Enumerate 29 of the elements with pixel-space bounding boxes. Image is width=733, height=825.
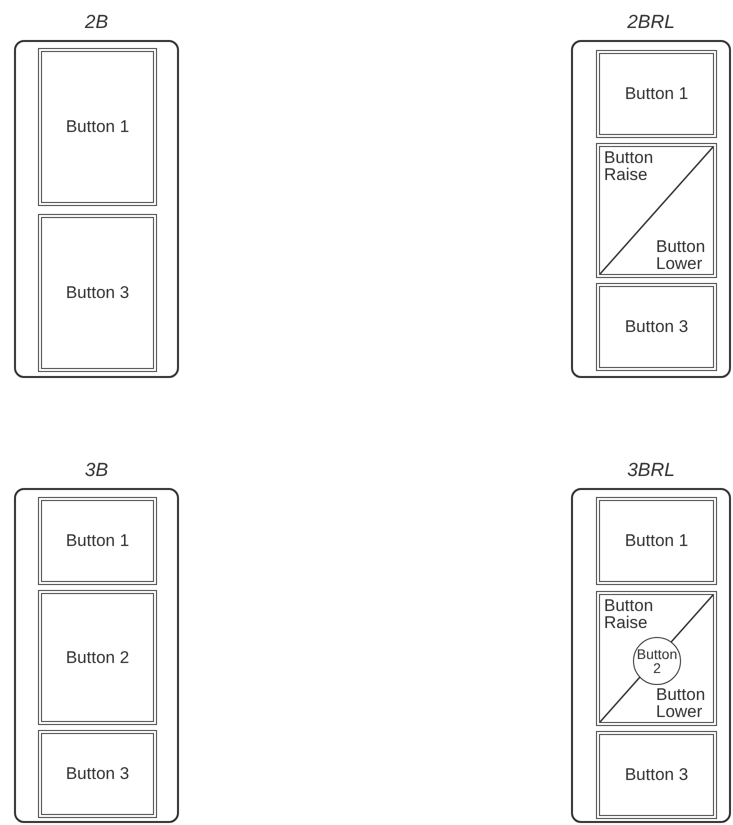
button-label: Button 3 [624,765,688,785]
keypad-button [38,214,157,372]
keypad-button [38,497,157,585]
keypad-title: 3BRL [626,460,676,482]
keypad-button [596,497,717,585]
keypad-button [596,50,717,138]
keypad-button [38,48,157,206]
button-label: Button 3 [66,283,130,303]
button-label: Button 2 [636,647,678,675]
keypad-button [596,731,717,819]
button-label: Button 2 [66,648,130,668]
button-label: Button 1 [66,117,130,137]
round-button [633,637,681,685]
button-label: Button 1 [624,531,688,551]
keypad-button [596,283,717,371]
raise-lower-button [596,591,717,726]
keypad-button [38,730,157,818]
keypad-title: 2BRL [626,12,676,34]
button-label: Button Lower [656,686,706,720]
keypad-title: 3B [84,460,110,482]
button-label: Button 1 [66,531,130,551]
button-label: Button 1 [624,84,688,104]
button-label: Button 3 [66,764,130,784]
button-label: Button 3 [624,317,688,337]
keypad-title: 2B [84,12,110,34]
button-label: Button Lower [656,238,706,272]
keypad-button [38,590,157,725]
button-label: Button Raise [604,149,654,183]
button-label: Button Raise [604,597,654,631]
